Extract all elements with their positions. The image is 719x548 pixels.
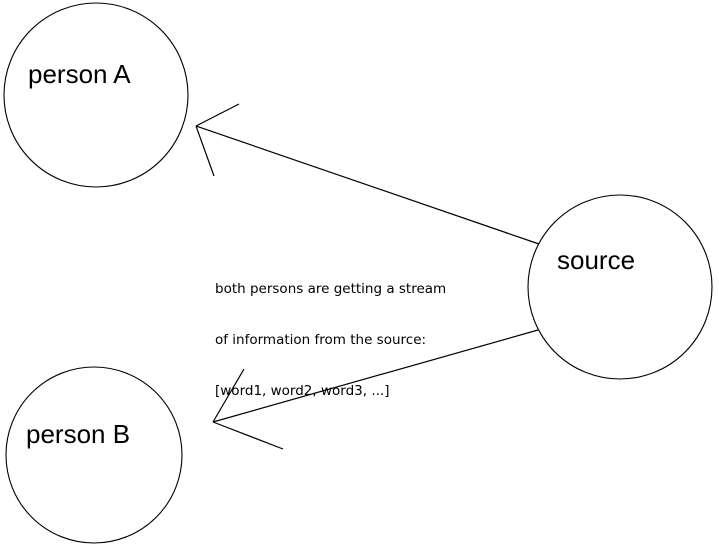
node-circle-person-b[interactable] — [5, 366, 183, 544]
annotation-line-3: [word1, word2, word3, ...] — [215, 383, 390, 399]
node-label-person-b: person B — [26, 419, 131, 449]
arrowhead-person-a-barb-upper — [195, 103, 240, 127]
arrowhead-person-b-barb-upper — [212, 368, 245, 423]
edge-source-to-person-a[interactable] — [195, 125, 540, 245]
arrowhead-person-a-barb-lower — [195, 125, 215, 177]
node-label-person-a: person A — [28, 59, 131, 89]
edge-source-to-person-b[interactable] — [212, 329, 539, 423]
node-circle-source[interactable] — [527, 194, 713, 380]
arrowhead-person-b-barb-lower — [212, 421, 284, 450]
node-circle-person-a[interactable] — [3, 2, 189, 188]
annotation-line-1: both persons are getting a stream — [215, 281, 447, 297]
node-label-source: source — [557, 245, 636, 275]
annotation-line-2: of information from the source: — [215, 332, 427, 348]
stream-annotation: both persons are getting a stream of inf… — [215, 247, 446, 434]
